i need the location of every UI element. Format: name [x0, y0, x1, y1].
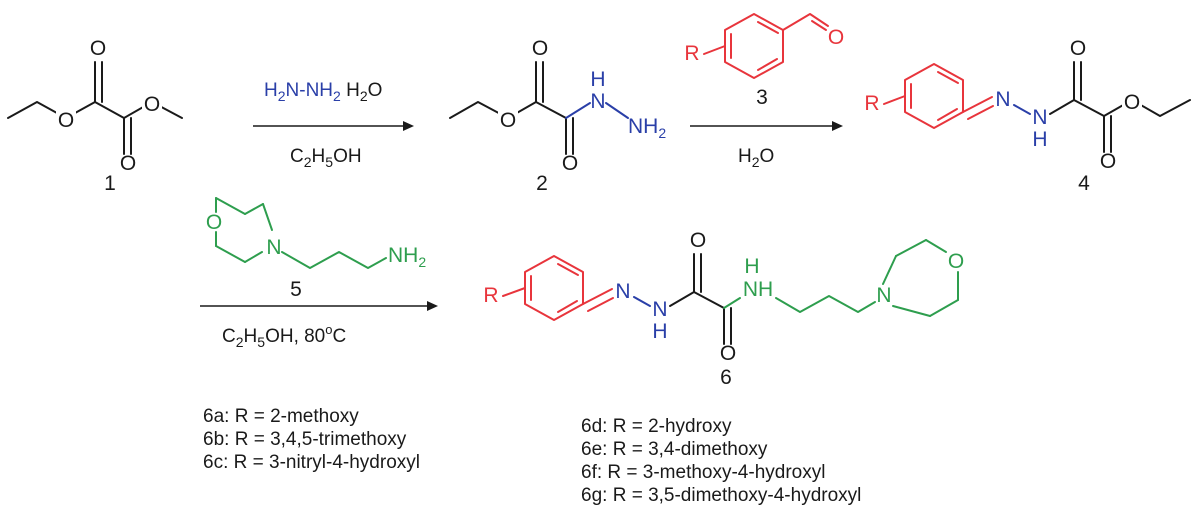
atom-o-ester: O	[500, 109, 516, 132]
substituent-legend-right: 6d: R = 2-hydroxy 6e: R = 3,4-dimethoxy …	[581, 416, 861, 506]
atom-o-carbonyl-2: O	[1100, 150, 1116, 173]
compound-6-label: 6	[720, 366, 732, 389]
atom-nh2-hydrazide: NH2	[628, 115, 666, 141]
atom-r-compound-4: R	[864, 92, 879, 115]
reagent-ethanol-80c: C2H5OH, 80oC	[222, 322, 346, 350]
atom-n-hydrazide: N	[652, 298, 667, 321]
legend-entry-6f: 6f: R = 3-methoxy-4-hydroxyl	[581, 462, 825, 483]
compound-3-label: 3	[756, 86, 768, 109]
legend-entry-6b: 6b: R = 3,4,5-trimethoxy	[203, 429, 407, 450]
atom-n-amide: N	[1032, 106, 1047, 129]
atom-h-hydrazide: H	[590, 68, 605, 91]
atom-o-carbonyl-1: O	[90, 37, 106, 60]
compound-5-label: 5	[290, 278, 302, 301]
atom-h-amide: H	[1032, 128, 1047, 151]
atom-o-morpholine: O	[948, 250, 964, 273]
atom-h-hydrazide: H	[652, 320, 667, 343]
atom-o-aldehyde: O	[828, 26, 844, 49]
compound-5-structure: O N NH2 5	[206, 197, 426, 301]
compound-6-structure: R N N H O O H NH N O 6	[483, 229, 964, 389]
atom-n-imine: N	[615, 280, 630, 303]
reagent-water: H2O	[738, 146, 774, 170]
atom-nh-amide: NH	[743, 278, 773, 301]
atom-o-carbonyl-1: O	[532, 37, 548, 60]
atom-o-ester-2: O	[144, 93, 160, 116]
atom-o-carbonyl-1: O	[690, 229, 706, 252]
atom-o-morpholine: O	[206, 211, 222, 234]
atom-n-morpholine: N	[876, 284, 891, 307]
atom-h-amide: H	[744, 255, 759, 278]
compound-2-structure: O O O H N NH2 2	[449, 37, 666, 195]
reaction-arrow-1	[253, 121, 414, 131]
substituent-legend-left: 6a: R = 2-methoxy 6b: R = 3,4,5-trimetho…	[203, 406, 420, 473]
atom-n-morpholine: N	[266, 236, 281, 259]
atom-n-imine: N	[995, 88, 1010, 111]
compound-2-label: 2	[536, 172, 548, 195]
atom-o-ester: O	[1124, 91, 1140, 114]
compound-4-structure: R N N H O O O 4	[864, 37, 1191, 195]
atom-n-hydrazide: N	[590, 90, 605, 113]
atom-o-carbonyl-2: O	[720, 342, 736, 365]
compound-1-label: 1	[104, 172, 116, 195]
legend-entry-6a: 6a: R = 2-methoxy	[203, 406, 359, 427]
atom-o-carbonyl-2: O	[120, 152, 136, 175]
atom-o-ester-1: O	[58, 109, 74, 132]
compound-1-structure: O O O O 1	[7, 37, 183, 195]
compound-3-structure: R O 3	[684, 13, 844, 109]
legend-entry-6c: 6c: R = 3-nitryl-4-hydroxyl	[203, 452, 420, 473]
reagent-ethanol-1: C2H5OH	[290, 146, 362, 170]
reaction-arrow-2	[690, 121, 843, 131]
atom-o-carbonyl-2: O	[562, 152, 578, 175]
atom-r-aldehyde: R	[684, 42, 699, 65]
legend-entry-6d: 6d: R = 2-hydroxy	[581, 416, 732, 437]
legend-entry-6e: 6e: R = 3,4-dimethoxy	[581, 439, 768, 460]
compound-4-label: 4	[1078, 172, 1090, 195]
atom-o-carbonyl-1: O	[1070, 37, 1086, 60]
atom-r-compound-6: R	[483, 284, 498, 307]
reagent-hydrazine-hydrate: H2N-NH2 H2O	[264, 80, 382, 104]
reaction-arrow-3	[200, 301, 438, 311]
atom-nh2-amine: NH2	[388, 244, 426, 270]
legend-entry-6g: 6g: R = 3,5-dimethoxy-4-hydroxyl	[581, 485, 861, 506]
